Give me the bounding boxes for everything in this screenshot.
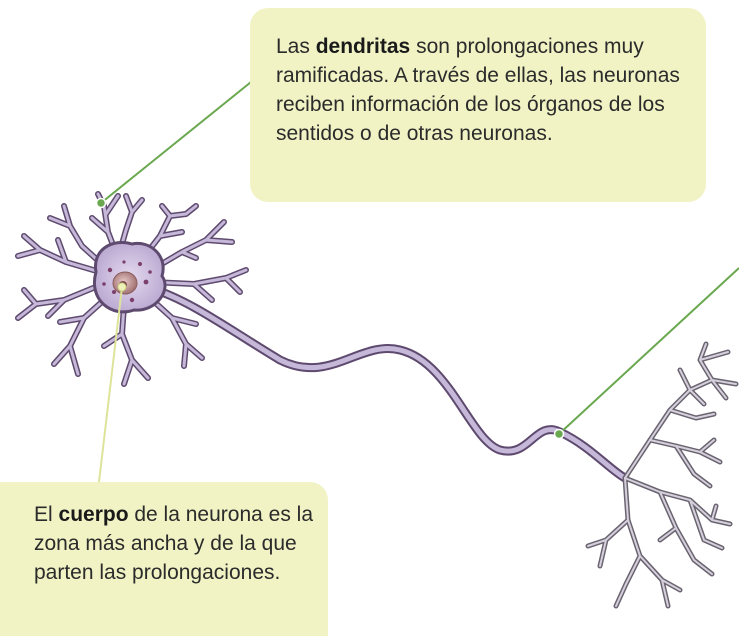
leader-dot-body: [117, 282, 127, 292]
callout-dendrites-text-before: Las: [276, 35, 316, 58]
axon: [145, 283, 630, 483]
dendrites: [15, 191, 249, 387]
callout-body-term: cuerpo: [58, 503, 129, 526]
callout-dendrites-term: dendritas: [315, 35, 411, 58]
leader-dot-axon: [553, 428, 565, 440]
organelles: [102, 260, 152, 303]
axon-terminals: [585, 341, 739, 609]
leader-dot-dendrites: [95, 197, 107, 209]
leader-line-body: [98, 286, 123, 483]
callout-cell-body: El cuerpo de la neurona es la zona más a…: [0, 482, 328, 636]
leader-line-axon: [558, 267, 739, 435]
leader-line-dendrites: [100, 81, 252, 204]
callout-body-text-after: de la neurona es la zona más ancha y de …: [34, 503, 313, 584]
callout-body-text-before: El: [34, 503, 59, 526]
callout-dendrites-text-after: son prolongaciones muy ramificadas. A tr…: [276, 35, 680, 145]
callout-dendrites: Las dendritas son prolongaciones muy ram…: [250, 8, 706, 202]
cell-body: [93, 241, 167, 314]
